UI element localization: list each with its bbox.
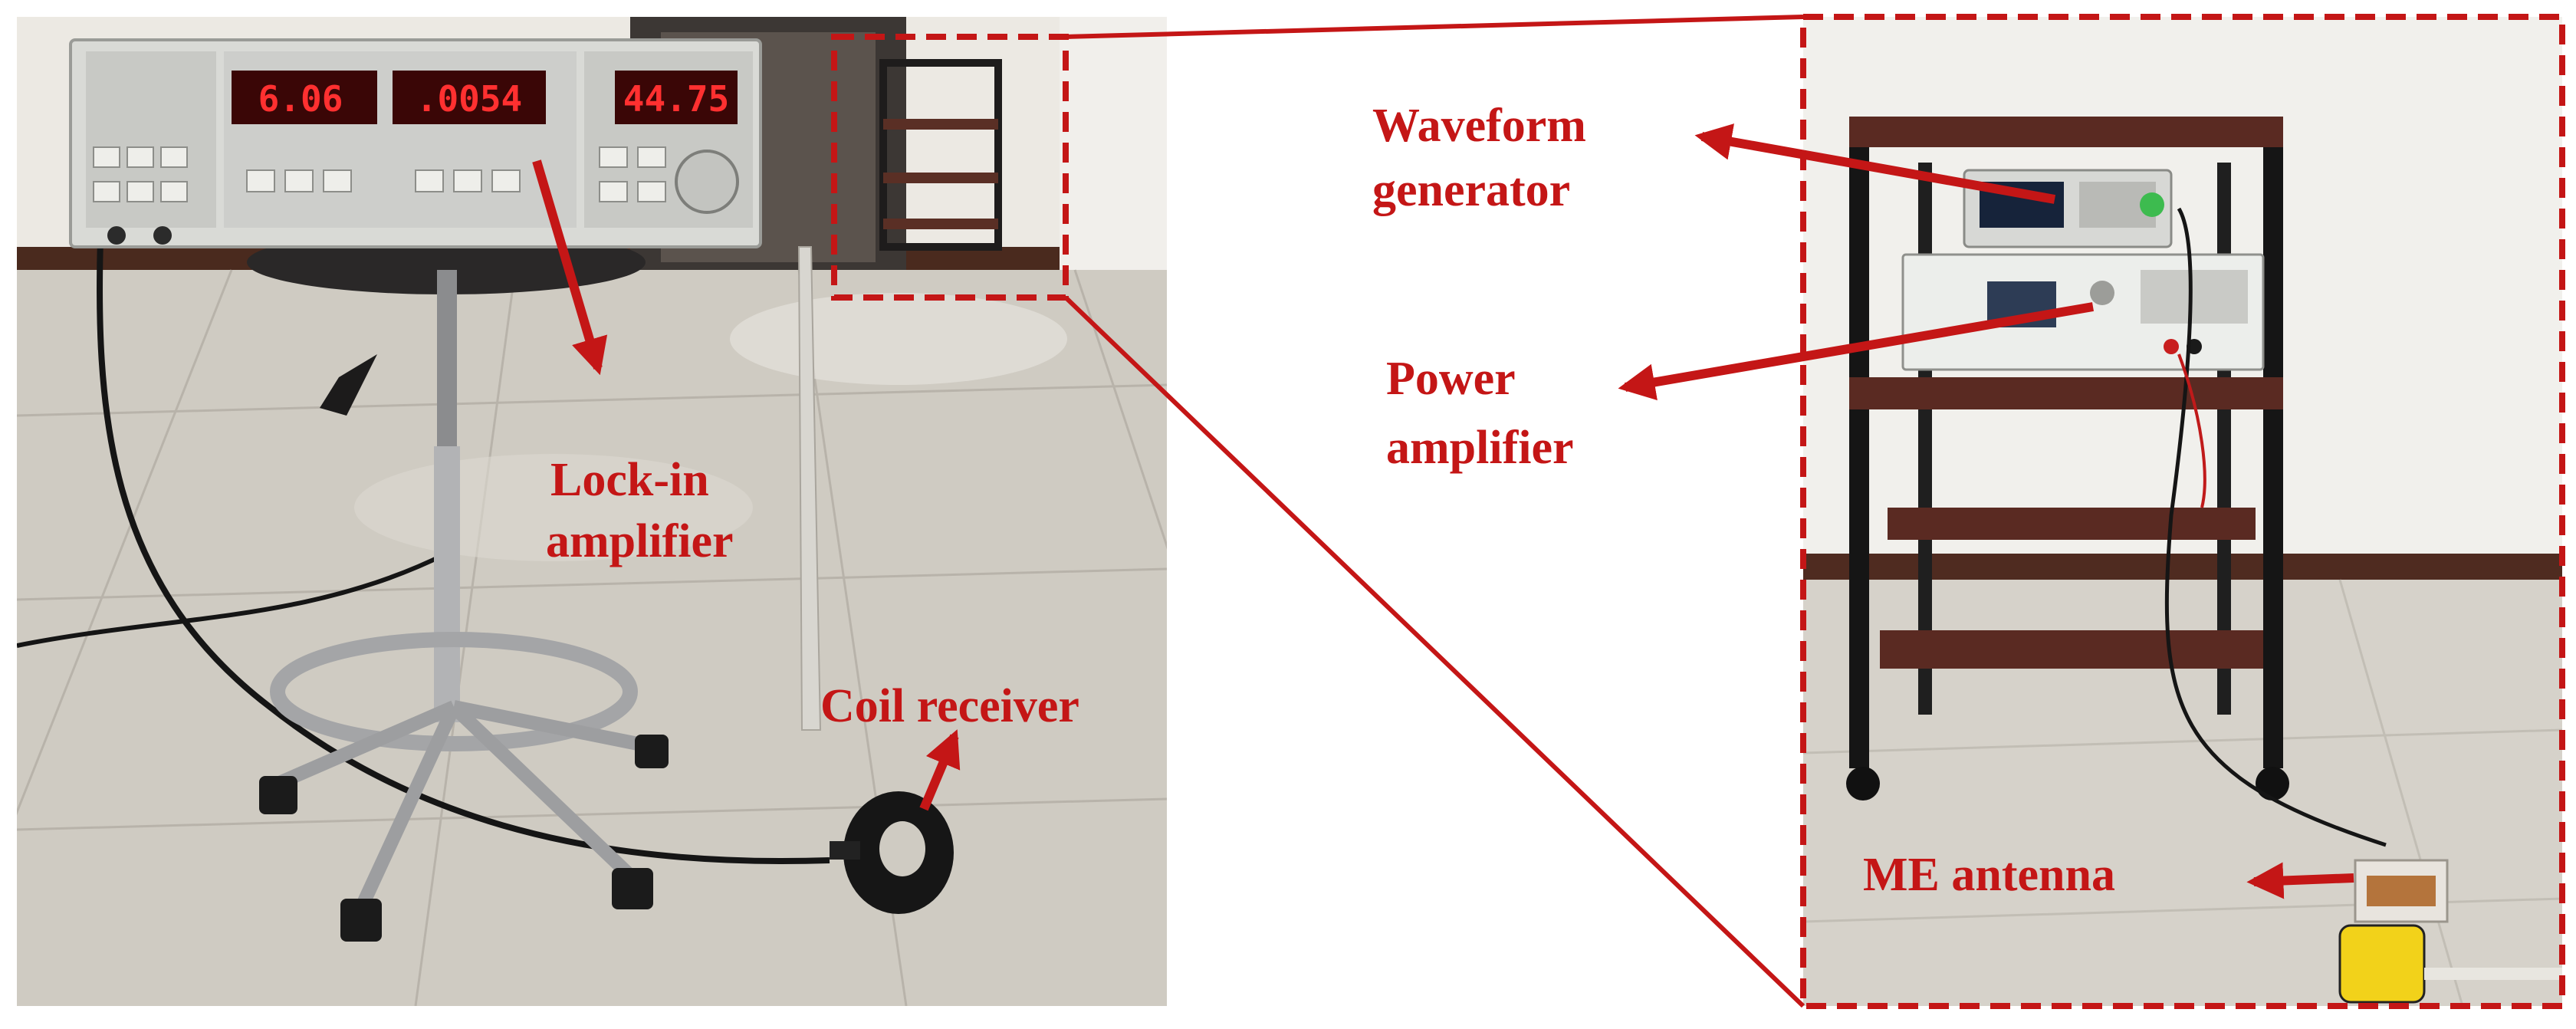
lockin-label-line-2: amplifier <box>546 515 734 567</box>
lockin-arrow <box>532 159 608 376</box>
tape-measure <box>2338 924 2562 1004</box>
waveform-arrow <box>1694 123 2056 204</box>
me-antenna-arrow <box>2246 862 2354 899</box>
zoom-source-box <box>831 34 1069 301</box>
me-antenna-label: ME antenna <box>1863 849 2115 901</box>
coil-receiver-label: Coil receiver <box>820 680 1079 732</box>
display-reading-2: .0054 <box>416 78 522 120</box>
lab-scene-left: 6.06 .0054 44.75 <box>17 17 1167 1006</box>
lab-photo-left: 6.06 .0054 44.75 <box>17 17 1167 1006</box>
me-antenna-device <box>2354 859 2449 923</box>
distant-cart <box>879 59 1002 251</box>
zoom-target-box <box>1800 14 2565 1009</box>
display-reading-3: 44.75 <box>623 78 729 120</box>
lab-scene-right <box>1803 17 2562 1006</box>
waveform-label-line-2: generator <box>1372 164 1571 216</box>
display-reading-1: 6.06 <box>258 78 343 120</box>
equipment-cart <box>1846 117 2289 801</box>
coil-receiver <box>830 791 954 914</box>
power-label-line-2: amplifier <box>1386 422 1574 474</box>
power-arrow <box>1618 302 2095 401</box>
coil-arrow <box>919 729 961 811</box>
power-label-line-1: Power <box>1386 353 1516 405</box>
zoom-connector-bottom <box>1063 295 1806 1008</box>
lockin-instrument: 6.06 .0054 44.75 <box>69 38 762 248</box>
lab-photo-right <box>1803 17 2562 1006</box>
lockin-label-line-1: Lock-in <box>550 454 709 506</box>
zoom-connector-top <box>1065 15 1804 39</box>
waveform-label-line-1: Waveform <box>1372 100 1586 152</box>
